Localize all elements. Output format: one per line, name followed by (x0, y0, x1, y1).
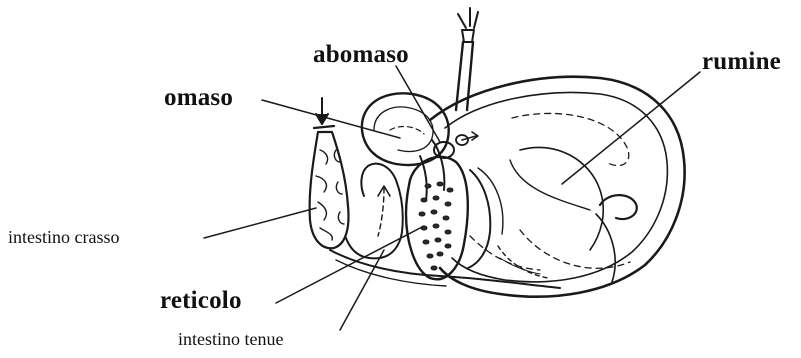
intestino-tenue-leader (340, 250, 384, 330)
abomaso-leader (396, 66, 440, 142)
label-omaso: omaso (164, 85, 233, 110)
label-rumine: rumine (702, 49, 781, 74)
label-intestino-tenue: intestino tenue (178, 330, 283, 348)
large-intestine-outline (310, 98, 349, 248)
reticolo-leader (276, 226, 424, 303)
rumine-leader (562, 72, 700, 184)
label-reticolo: reticolo (160, 288, 242, 313)
label-intestino-crasso: intestino crasso (8, 228, 119, 246)
intestino-crasso-leader (204, 208, 316, 238)
reticulum-outline (406, 132, 478, 279)
label-abomaso: abomaso (313, 42, 409, 67)
